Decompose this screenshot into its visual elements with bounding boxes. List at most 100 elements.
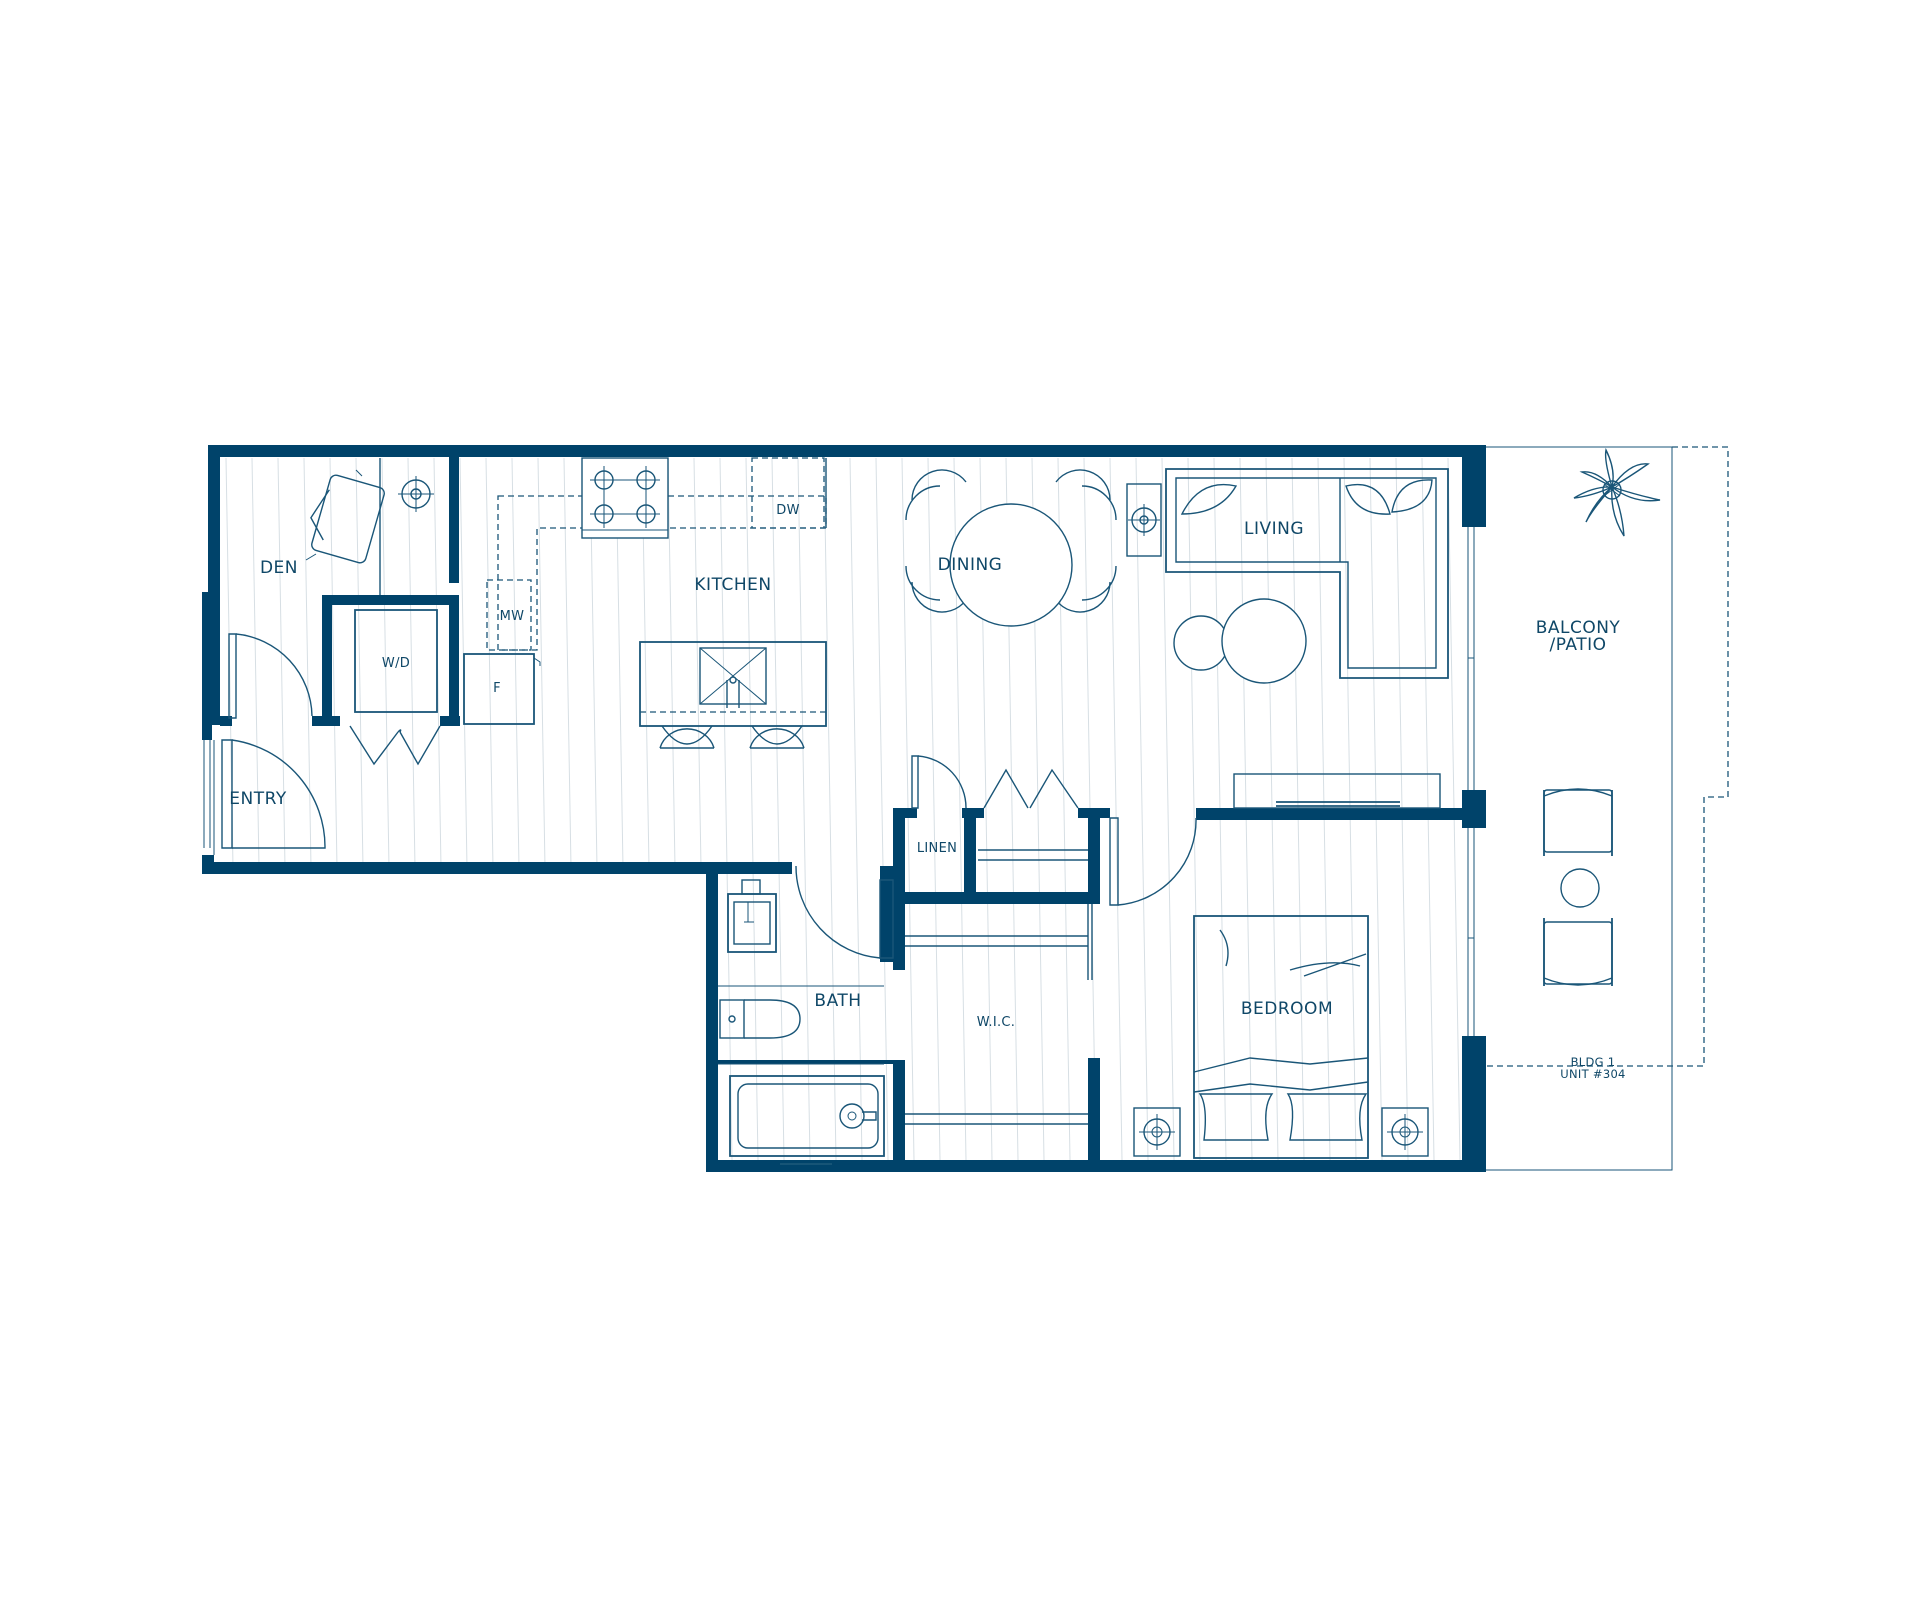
room-label-balcony-1: BALCONY	[1536, 618, 1621, 638]
kitchen-counter-outline	[497, 495, 827, 651]
floor-hatch-line	[641, 457, 655, 1161]
fridge	[463, 653, 535, 725]
wall-linen-right	[964, 808, 976, 894]
wall-bath-wic	[893, 1060, 905, 1172]
den-fixtures	[305, 458, 438, 713]
dining-table-set	[905, 469, 1117, 627]
room-label-bedroom: BEDROOM	[1241, 999, 1333, 1019]
floor-hatch-line	[329, 457, 343, 1161]
washer-dryer	[354, 609, 438, 713]
wall-bath-left	[706, 862, 718, 1172]
wall-wd-left	[322, 595, 332, 725]
den-door-leaf	[228, 633, 237, 719]
floor-hatch-line	[667, 457, 681, 1161]
room-label-linen: LINEN	[917, 841, 957, 856]
floor-hatch-line	[927, 457, 941, 1161]
room-label-dining: DINING	[938, 555, 1003, 575]
kitchen-fixtures	[463, 457, 827, 749]
closet-shelving	[905, 849, 1093, 1125]
room-label-living: LIVING	[1244, 519, 1304, 539]
floor-hatch-line	[1109, 457, 1123, 1161]
coffee-tables	[1173, 598, 1307, 684]
walls	[202, 445, 1486, 1172]
floor-hatch-line	[849, 457, 863, 1161]
balcony-furniture	[1543, 447, 1661, 986]
bath-fixtures	[718, 879, 885, 1165]
appliance-labels: W/D MW F DW	[382, 503, 800, 696]
wall-den-jamb	[220, 716, 232, 726]
floor-hatch-line	[1161, 457, 1175, 1161]
floor-hatch-line	[693, 457, 707, 1161]
plant	[1573, 447, 1661, 537]
room-label-balcony-2: /PATIO	[1550, 635, 1607, 655]
bathtub	[729, 1075, 885, 1165]
wall-wic-top	[905, 892, 1100, 904]
floor-hatch-line	[719, 457, 733, 1161]
floor-hatch-line	[355, 457, 369, 1161]
wall-wic-right	[1088, 1058, 1100, 1172]
bed	[1193, 915, 1369, 1159]
windows	[203, 527, 1475, 1036]
balcony-chair-bottom	[1543, 918, 1613, 986]
floor-hatch-line	[589, 457, 603, 1161]
end-table	[1126, 483, 1162, 557]
room-label-kitchen: KITCHEN	[694, 575, 771, 595]
nightstand-left	[1133, 1107, 1181, 1157]
floor-hatch-line	[875, 457, 889, 1161]
floor-outlet-den	[398, 476, 434, 512]
unit-tag: BLDG 1 UNIT #304	[1560, 1055, 1625, 1081]
floor-hatch-line	[433, 457, 447, 1161]
floor-hatch-line	[511, 457, 525, 1161]
office-chair	[305, 469, 385, 564]
floor-hatch-line	[771, 457, 785, 1161]
dishwasher	[751, 457, 825, 529]
floor-hatch-line	[407, 457, 421, 1161]
media-console	[1233, 773, 1441, 809]
floor-hatch-line	[823, 457, 837, 1161]
floor-hatch-line	[459, 457, 473, 1161]
wall-right-low	[1462, 1036, 1486, 1172]
balcony-side-table	[1560, 868, 1600, 908]
wall-right-1b	[1476, 445, 1486, 527]
entry-door-swing	[231, 739, 326, 849]
sectional-sofa	[1165, 468, 1449, 679]
wall-closet-right	[1088, 808, 1100, 894]
label-dishwasher: DW	[776, 503, 799, 518]
floor-hatch-line	[485, 457, 499, 1161]
wall-right-1	[1462, 445, 1476, 527]
nightstand-right	[1381, 1107, 1429, 1157]
balcony-outline	[1485, 446, 1729, 1171]
wall-wd-jamb-r	[440, 716, 460, 726]
wall-bottom-entry	[202, 862, 792, 874]
living-furniture	[1126, 468, 1449, 809]
den-door-swing	[235, 633, 313, 717]
room-labels: DEN KITCHEN DINING LIVING BALCONY /PATIO…	[229, 519, 1620, 1030]
wall-wd-jamb-l	[312, 716, 340, 726]
label-fridge: F	[493, 681, 501, 696]
wall-den-kitchen	[449, 445, 459, 583]
toilet	[719, 999, 801, 1039]
room-label-entry: ENTRY	[229, 789, 287, 809]
floor-hatch-line	[537, 457, 551, 1161]
room-label-bath: BATH	[814, 991, 861, 1011]
wall-left-jamb	[202, 592, 212, 740]
wall-top	[208, 445, 1486, 457]
room-label-den: DEN	[260, 558, 298, 578]
unit-tag-number: UNIT #304	[1560, 1067, 1625, 1081]
wall-tub-line	[718, 1060, 893, 1064]
floor-hatch-line	[797, 457, 811, 1161]
wall-wd-right	[449, 595, 459, 725]
label-microwave: MW	[500, 609, 525, 624]
wall-bedroom-top	[1196, 808, 1486, 820]
room-label-wic: W.I.C.	[977, 1015, 1015, 1030]
wall-wd-top	[322, 595, 459, 605]
cooktop	[581, 457, 669, 539]
kitchen-island	[639, 641, 827, 749]
doors	[221, 633, 1197, 959]
bedroom-furniture	[1133, 915, 1429, 1159]
wall-linen-left	[893, 808, 905, 970]
floor-hatch-line	[563, 457, 577, 1161]
label-washer-dryer: W/D	[382, 656, 410, 671]
floor-hatch-line	[1135, 457, 1149, 1161]
